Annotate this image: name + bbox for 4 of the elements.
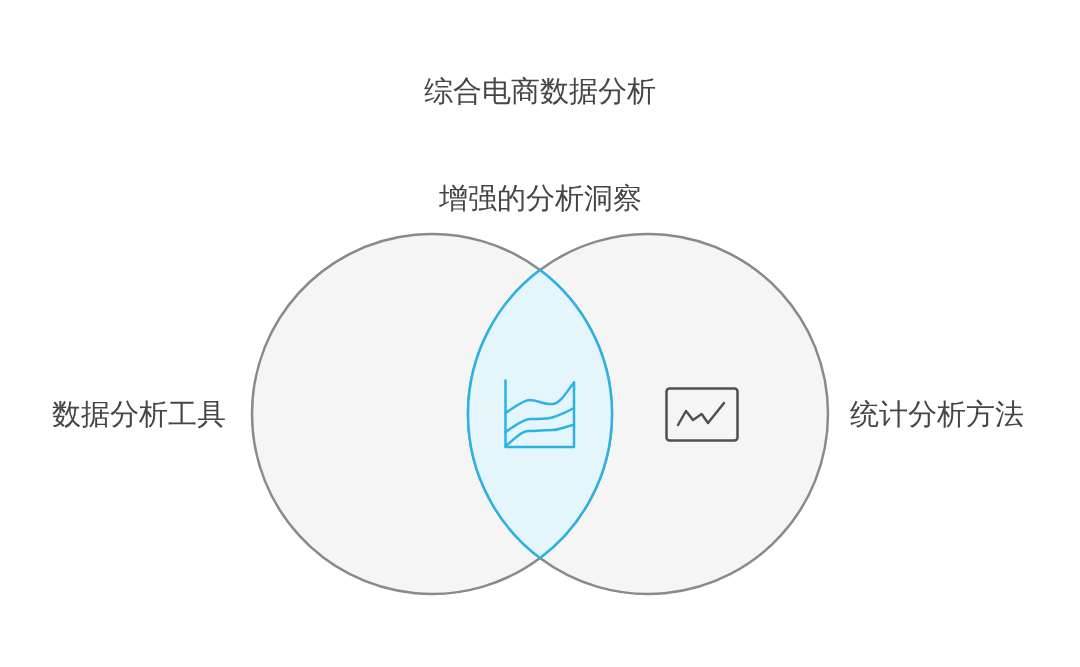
overlap-label: 增强的分析洞察 bbox=[437, 180, 643, 216]
circle-label: 统计分析方法 bbox=[850, 396, 1024, 432]
circle-label: 数据分析工具 bbox=[52, 396, 226, 432]
diagram-title: 综合电商数据分析 bbox=[424, 74, 656, 108]
